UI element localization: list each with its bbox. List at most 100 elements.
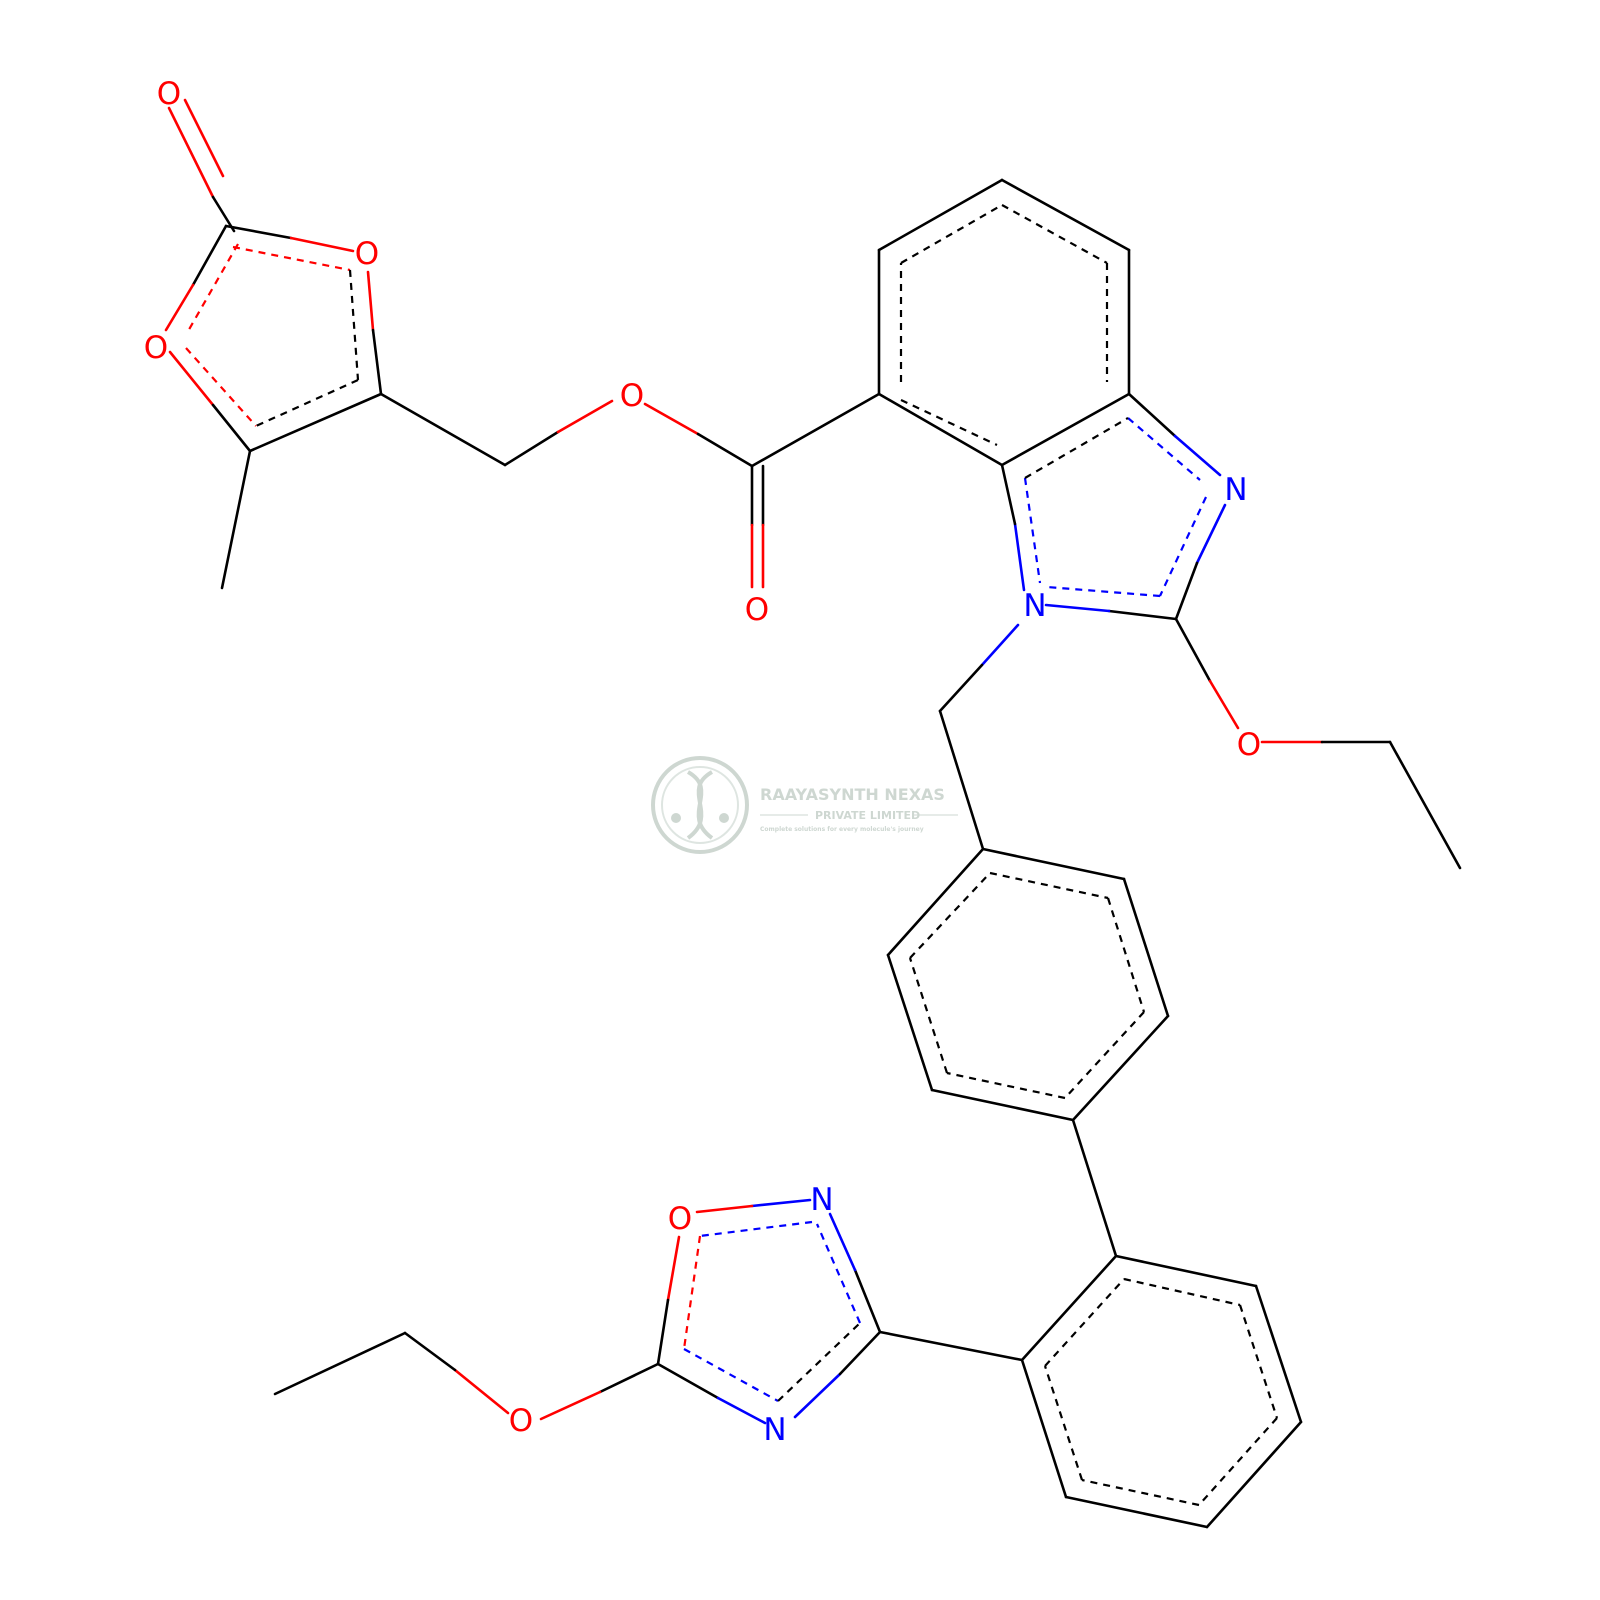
atom-label-nitrogen: N xyxy=(1224,472,1247,508)
bond xyxy=(185,347,257,427)
bond xyxy=(403,1331,457,1372)
bond xyxy=(366,270,375,332)
bond xyxy=(211,195,236,233)
bond xyxy=(1388,740,1462,870)
bond xyxy=(656,1362,720,1400)
bond xyxy=(183,98,225,178)
bond xyxy=(1123,1277,1241,1307)
bond xyxy=(379,392,507,467)
aryl-oxadiazole-bond xyxy=(878,1330,1024,1362)
bond xyxy=(777,1322,861,1402)
ethoxy-left xyxy=(273,1331,660,1421)
bond xyxy=(716,1396,767,1425)
bond xyxy=(167,106,215,199)
bond xyxy=(699,1220,813,1238)
bond xyxy=(886,847,985,957)
bond xyxy=(220,449,252,590)
bond xyxy=(900,204,1003,264)
atom-label-oxygen: O xyxy=(144,330,168,366)
bond xyxy=(938,709,985,851)
dna-helix-logo-icon xyxy=(651,756,749,854)
bond xyxy=(1020,1254,1118,1362)
bond xyxy=(683,1348,779,1402)
bond xyxy=(696,432,754,468)
bond xyxy=(232,245,351,272)
atom-label-oxygen: O xyxy=(157,76,181,112)
bond xyxy=(1071,1014,1170,1122)
bond xyxy=(946,1071,1066,1100)
biaryl-bond xyxy=(1071,1118,1118,1258)
watermark-line3: Complete solutions for every molecule's … xyxy=(760,826,924,833)
bond xyxy=(877,392,1004,467)
bond xyxy=(1174,617,1212,683)
bond xyxy=(1205,1420,1303,1529)
bond xyxy=(186,243,239,334)
bond xyxy=(1023,477,1042,584)
bond xyxy=(1106,897,1146,1013)
bond xyxy=(1198,1417,1278,1506)
bond xyxy=(168,350,215,407)
bond xyxy=(877,178,1004,252)
bond xyxy=(1001,204,1108,264)
bond xyxy=(503,430,560,467)
atom-label-nitrogen: N xyxy=(763,1412,786,1448)
bond xyxy=(248,392,383,453)
oxadiazole-ring xyxy=(656,1198,882,1425)
bond xyxy=(980,623,1020,667)
watermark-line2: PRIVATE LIMITED xyxy=(815,809,920,822)
bond xyxy=(815,1223,862,1324)
bond xyxy=(191,224,228,287)
bond xyxy=(1122,877,1170,1018)
benzyl-linker xyxy=(938,623,1020,851)
bond xyxy=(556,399,614,434)
bond xyxy=(1195,503,1227,565)
atom-label-oxygen: O xyxy=(509,1403,533,1439)
bond xyxy=(211,403,252,453)
bond xyxy=(1044,1278,1125,1367)
bond xyxy=(1044,603,1111,613)
bond xyxy=(273,1331,407,1396)
bond xyxy=(908,957,949,1074)
bond xyxy=(348,269,360,381)
atom-label-nitrogen: N xyxy=(810,1182,833,1218)
atom-label-oxygen: O xyxy=(620,378,644,414)
ester-group xyxy=(643,392,881,589)
bond xyxy=(750,392,881,468)
bond xyxy=(371,328,383,396)
phenylene-ring xyxy=(886,847,1170,1122)
bond xyxy=(989,871,1109,900)
bond xyxy=(164,283,195,332)
bond xyxy=(1173,434,1222,477)
bond xyxy=(643,402,700,436)
bond xyxy=(1013,522,1026,592)
atom-label-oxygen: O xyxy=(745,592,769,628)
bond xyxy=(1024,417,1129,479)
bond xyxy=(656,1298,670,1366)
bond xyxy=(900,399,998,446)
bond xyxy=(1238,1304,1279,1419)
bond xyxy=(1046,585,1161,598)
watermark-line1: RAAYASYNTH NEXAS xyxy=(760,785,945,804)
bond xyxy=(1081,1478,1200,1507)
bond xyxy=(1064,1495,1209,1529)
bond xyxy=(1000,178,1131,252)
bond xyxy=(886,953,934,1092)
atom-label-nitrogen: N xyxy=(1023,588,1046,624)
bond xyxy=(1159,496,1207,597)
bond xyxy=(539,1390,602,1421)
bond xyxy=(750,1198,812,1208)
bond xyxy=(1064,1011,1145,1099)
lower-phenyl-ring xyxy=(1020,1254,1303,1529)
bond xyxy=(981,847,1126,881)
bond xyxy=(1208,679,1240,730)
benzimidazole-imidazole-ring xyxy=(1000,392,1227,621)
bond xyxy=(682,1235,702,1350)
bond xyxy=(453,1368,510,1415)
bond xyxy=(828,1212,857,1272)
bond xyxy=(695,1204,754,1214)
bond xyxy=(598,1362,660,1394)
bond xyxy=(1114,1254,1258,1288)
bond xyxy=(1127,417,1201,481)
atom-label-oxygen: O xyxy=(1237,727,1261,763)
